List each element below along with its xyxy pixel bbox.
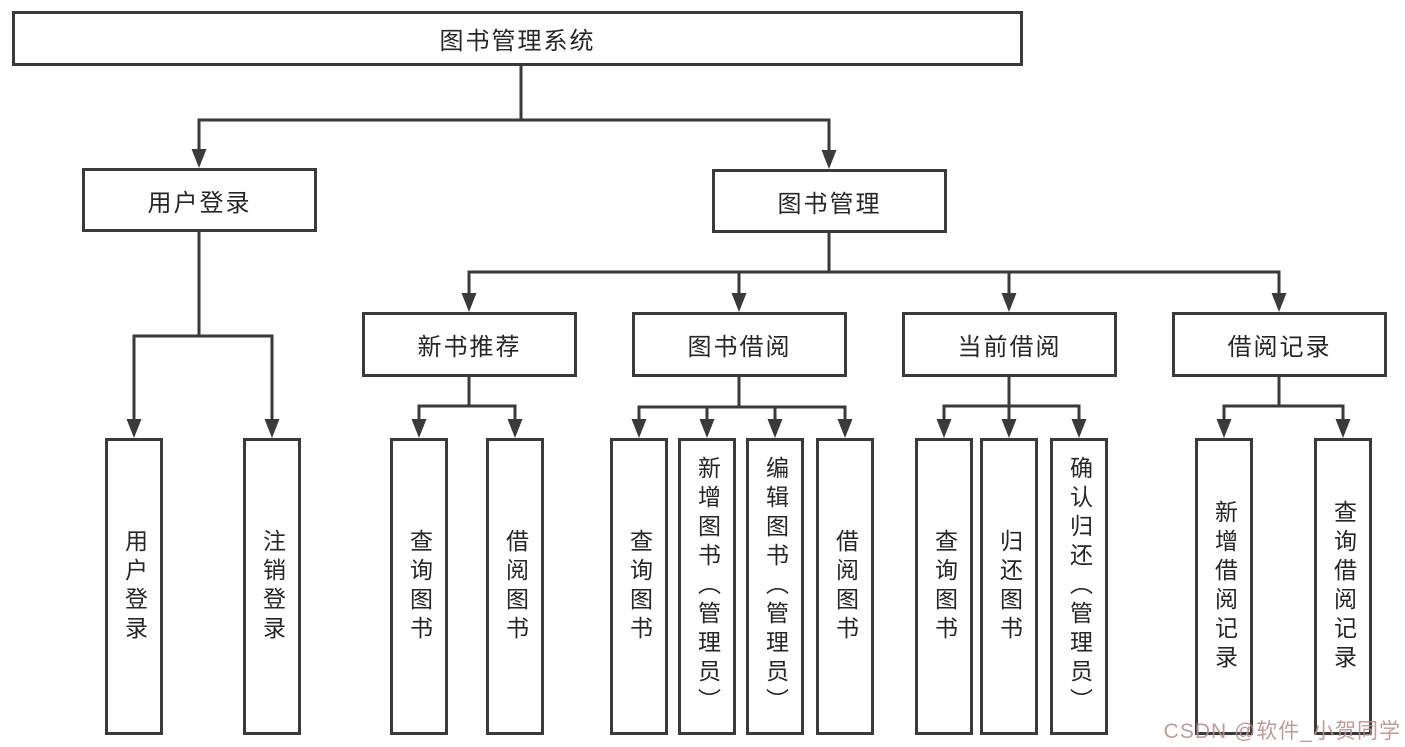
leaf-borrow-book-2-label: 借阅图书	[832, 528, 859, 645]
leaf-user-login: 用户登录	[105, 438, 163, 735]
node-book-management: 图书管理	[712, 169, 947, 233]
leaf-logout: 注销登录	[243, 438, 301, 735]
node-root: 图书管理系统	[12, 11, 1023, 66]
leaf-borrow-book-2: 借阅图书	[816, 438, 874, 735]
leaf-user-login-label: 用户登录	[121, 528, 148, 645]
leaf-query-borrow-record: 查询借阅记录	[1314, 438, 1372, 735]
leaf-query-borrow-record-label: 查询借阅记录	[1330, 499, 1357, 674]
leaf-return-book-label: 归还图书	[996, 528, 1023, 645]
node-book-borrow: 图书借阅	[632, 312, 847, 377]
watermark: CSDN @软件_小贺同学	[1163, 720, 1401, 743]
leaf-add-borrow-record: 新增借阅记录	[1195, 438, 1253, 735]
leaf-edit-book-admin: 编辑图书（管理员）	[746, 438, 804, 735]
leaf-return-book: 归还图书	[980, 438, 1038, 735]
node-borrow-records: 借阅记录	[1172, 312, 1387, 377]
leaf-borrow-book-1: 借阅图书	[486, 438, 544, 735]
node-root-label: 图书管理系统	[439, 28, 596, 55]
leaf-query-book-1: 查询图书	[390, 438, 448, 735]
leaf-logout-label: 注销登录	[259, 528, 286, 645]
leaf-query-book-2: 查询图书	[610, 438, 668, 735]
leaf-add-book-admin-label: 新增图书（管理员）	[694, 456, 721, 717]
leaf-query-book-1-label: 查询图书	[406, 528, 433, 645]
leaf-confirm-return-admin: 确认归还（管理员）	[1050, 438, 1108, 735]
node-user-login: 用户登录	[82, 168, 317, 232]
leaf-query-book-2-label: 查询图书	[626, 528, 653, 645]
leaf-query-book-3-label: 查询图书	[931, 528, 958, 645]
node-user-login-label: 用户登录	[147, 189, 252, 217]
leaf-query-book-3: 查询图书	[915, 438, 973, 735]
arrowheads	[126, 149, 1351, 438]
node-new-book-recommend: 新书推荐	[362, 312, 577, 377]
leaf-edit-book-admin-label: 编辑图书（管理员）	[762, 456, 789, 717]
node-book-borrow-label: 图书借阅	[687, 334, 792, 361]
leaf-add-book-admin: 新增图书（管理员）	[678, 438, 736, 735]
leaf-confirm-return-admin-label: 确认归还（管理员）	[1066, 456, 1093, 717]
node-book-management-label: 图书管理	[777, 190, 882, 218]
node-borrow-records-label: 借阅记录	[1227, 334, 1332, 361]
node-current-borrow: 当前借阅	[902, 312, 1117, 377]
node-current-borrow-label: 当前借阅	[957, 334, 1062, 361]
leaf-add-borrow-record-label: 新增借阅记录	[1211, 499, 1238, 674]
node-new-book-recommend-label: 新书推荐	[417, 334, 522, 361]
leaf-borrow-book-1-label: 借阅图书	[502, 528, 529, 645]
